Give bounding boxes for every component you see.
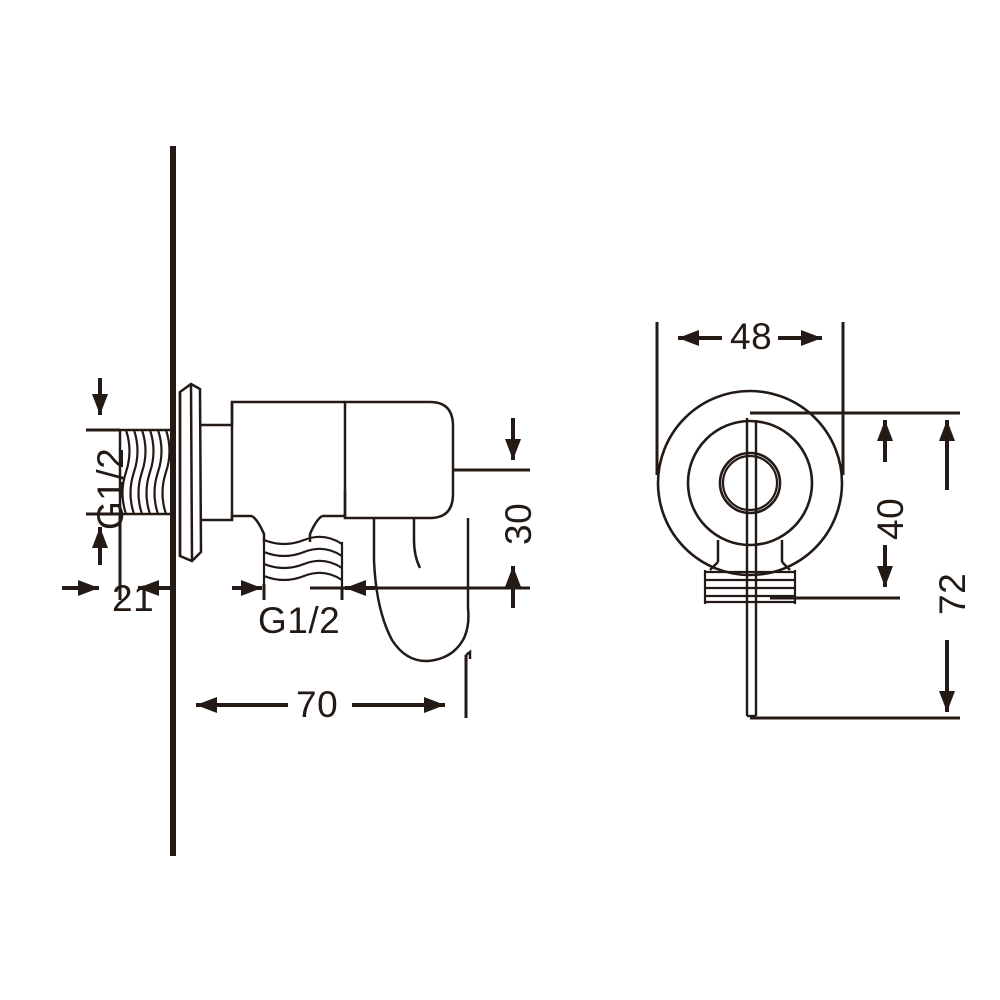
outlet-center-height-label: 40 <box>870 497 911 540</box>
dim-overall-depth <box>196 655 468 718</box>
dim-inlet-thread <box>86 378 120 565</box>
front-view-escutcheon <box>656 389 844 577</box>
valve-body <box>200 400 347 522</box>
overall-depth-label: 70 <box>296 684 339 725</box>
dim-overall-height <box>750 420 960 720</box>
dim-escutcheon-diameter <box>655 322 845 475</box>
valve-cap <box>343 400 455 520</box>
inlet-thread-label: G1/2 <box>90 447 131 530</box>
outlet-neck <box>251 514 323 542</box>
dim-inlet-projection <box>62 514 175 600</box>
valve-handle-lever <box>372 518 472 663</box>
outlet-thread <box>262 535 344 588</box>
dim-outlet-thread <box>232 580 375 600</box>
outlet-thread-label: G1/2 <box>258 600 341 641</box>
front-view-handle-edge <box>745 418 758 718</box>
escutcheon-flange <box>178 382 203 563</box>
front-view-outlet-thread <box>703 570 797 604</box>
dim-outlet-center-height <box>750 411 960 600</box>
front-view-outlet-neck <box>709 540 791 571</box>
overall-height-label: 72 <box>932 572 973 615</box>
dim-outlet-height <box>310 418 530 608</box>
inlet-projection-label: 21 <box>112 578 155 619</box>
inlet-thread-crests <box>121 429 171 515</box>
escutcheon-diameter-label: 48 <box>730 316 773 357</box>
outlet-height-label: 30 <box>498 502 539 545</box>
